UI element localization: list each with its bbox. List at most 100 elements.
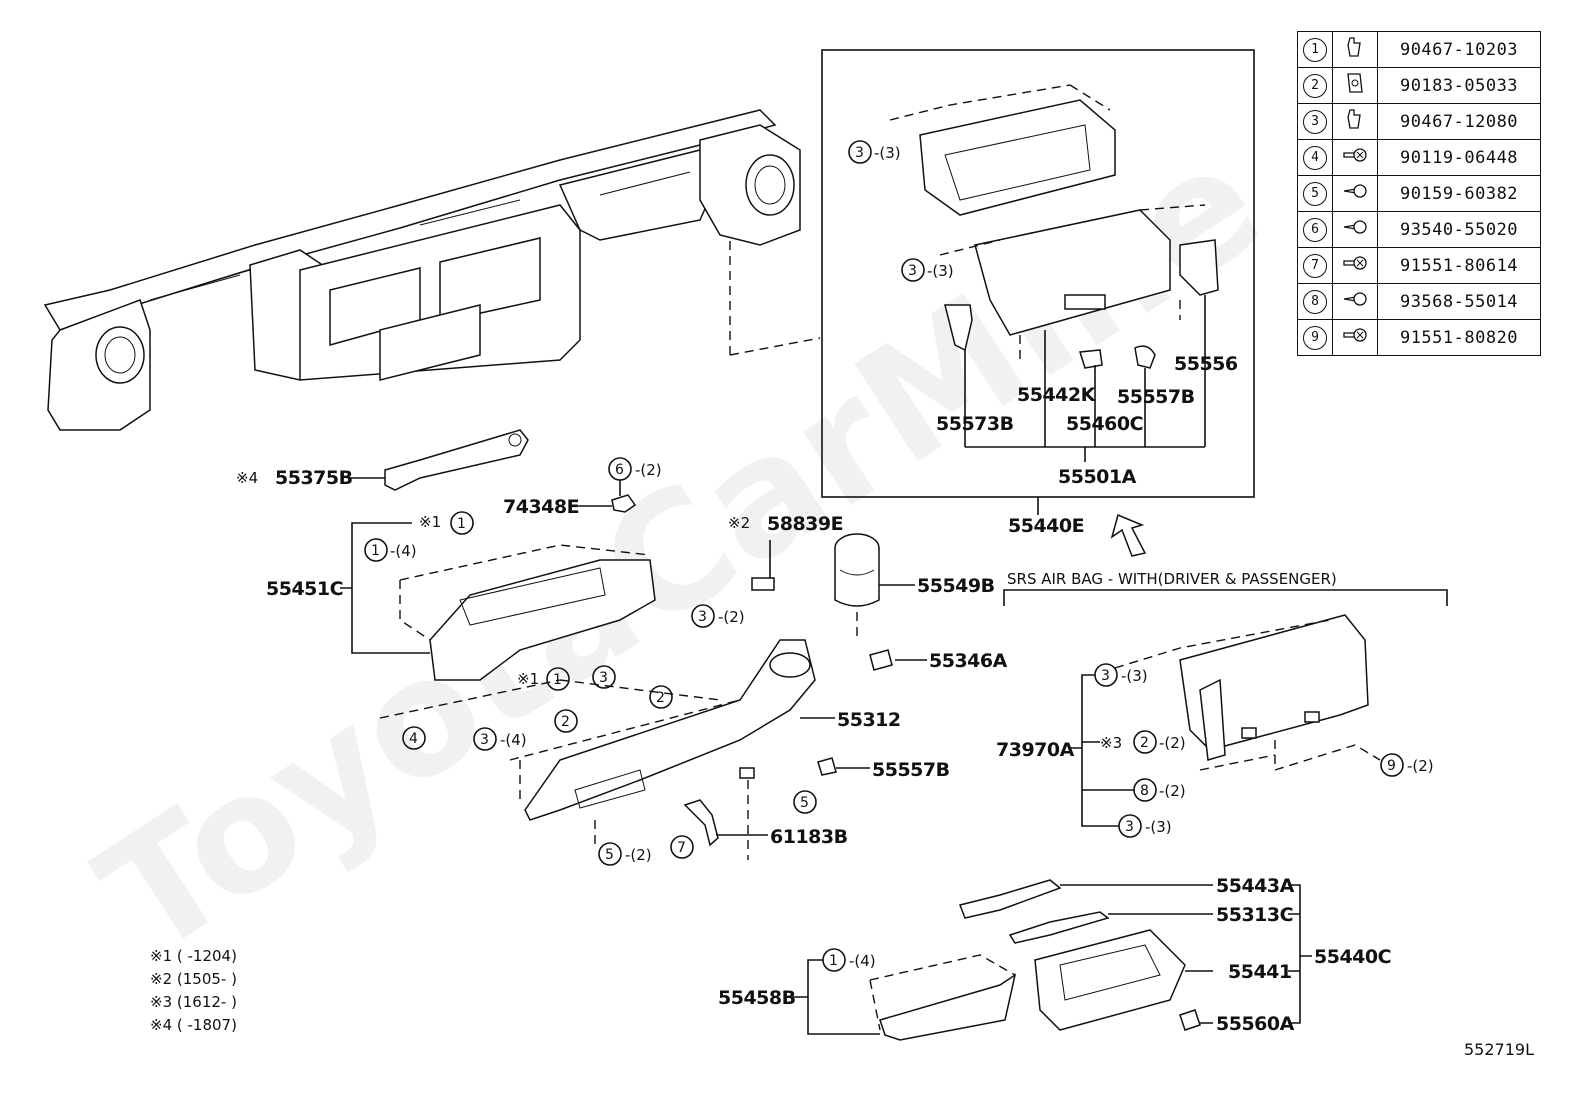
svg-text:-(2): -(2) [718, 608, 745, 626]
callout-number: 6 [1303, 217, 1327, 242]
label-55440E: 55440E [1008, 515, 1084, 537]
label-55560A: 55560A [1216, 1013, 1295, 1035]
legend-row: 4 90119-06448 [1297, 139, 1541, 176]
box-callouts: 3 -(3) 3 -(3) 55556 55442K 55557B 55573B… [848, 140, 1238, 537]
label-73970A: 73970A [996, 739, 1075, 761]
label-55556: 55556 [1174, 353, 1238, 375]
svg-text:-(2): -(2) [1159, 782, 1186, 800]
svg-text:2: 2 [561, 714, 570, 730]
svg-text:3: 3 [599, 670, 608, 686]
label-55549B: 55549B [917, 575, 995, 597]
screw-icon [1332, 283, 1378, 320]
label-55557B: 55557B [872, 759, 950, 781]
label-55442K: 55442K [1017, 384, 1097, 406]
svg-text:-(4): -(4) [849, 952, 876, 970]
diagram-reference-number: 552719L [1464, 1040, 1534, 1059]
legend-row: 8 93568-55014 [1297, 283, 1541, 320]
footnote: ※2 (1505- ) [150, 970, 237, 988]
clip-icon [1332, 31, 1378, 68]
panel-55451C-illustration [399, 544, 656, 681]
label-55313C: 55313C [1216, 904, 1293, 926]
svg-text:-(2): -(2) [635, 461, 662, 479]
svg-text:※3: ※3 [1100, 734, 1122, 752]
footnote: ※4 ( -1807) [150, 1016, 237, 1034]
svg-text:※1: ※1 [419, 513, 441, 531]
svg-text:-(2): -(2) [1407, 757, 1434, 775]
callout-number: 9 [1303, 325, 1327, 350]
label-55501A: 55501A [1058, 466, 1137, 488]
svg-text:1: 1 [829, 953, 838, 969]
nut-clip-icon [1332, 67, 1378, 104]
label-55443A: 55443A [1216, 875, 1295, 897]
footnotes: ※1 ( -1204) ※2 (1505- ) ※3 (1612- ) ※4 (… [150, 945, 237, 1037]
svg-text:-(4): -(4) [390, 542, 417, 560]
direction-arrow-icon [1110, 513, 1147, 557]
svg-text:9: 9 [1387, 758, 1396, 774]
cup-holder-55549B-illustration [834, 533, 880, 607]
svg-text:3: 3 [908, 263, 917, 279]
part-number: 90119-06448 [1377, 139, 1541, 176]
legend-row: 1 90467-10203 [1297, 31, 1541, 68]
label-55460C: 55460C [1066, 413, 1143, 435]
screw-icon [1332, 211, 1378, 248]
svg-text:7: 7 [677, 840, 686, 856]
callout-number: 2 [1303, 73, 1327, 98]
svg-text:-(3): -(3) [1121, 667, 1148, 685]
svg-text:5: 5 [800, 795, 809, 811]
svg-text:6: 6 [615, 462, 624, 478]
label-55346A: 55346A [929, 650, 1008, 672]
svg-text:2: 2 [656, 690, 665, 706]
svg-text:-(3): -(3) [874, 144, 901, 162]
callout-number: 1 [1303, 37, 1327, 62]
footnote: ※3 (1612- ) [150, 993, 237, 1011]
label-55557B-top: 55557B [1117, 386, 1195, 408]
label-55375B: 55375B [275, 467, 353, 489]
legend-row: 5 90159-60382 [1297, 175, 1541, 212]
callout-number: 4 [1303, 145, 1327, 170]
part-number: 90467-10203 [1377, 31, 1541, 68]
svg-text:8: 8 [1140, 783, 1149, 799]
label-55573B: 55573B [936, 413, 1014, 435]
part-number: 93568-55014 [1377, 283, 1541, 320]
glovebox-lower-illustration [869, 879, 1201, 1041]
footnote: ※1 ( -1204) [150, 947, 237, 965]
screw-icon [1332, 175, 1378, 212]
callout-number: 5 [1303, 181, 1327, 206]
bolt-icon [1332, 139, 1378, 176]
brace-55375B-illustration [384, 429, 529, 491]
srs-heading: SRS AIR BAG - WITH(DRIVER & PASSENGER) [1007, 570, 1337, 588]
label-55451C: 55451C [266, 578, 343, 600]
label-58839E: 58839E [767, 513, 843, 535]
clip-icon [1332, 103, 1378, 140]
glovebox-upper-illustration [889, 84, 1219, 369]
svg-text:1: 1 [553, 672, 562, 688]
svg-text:3: 3 [1125, 819, 1134, 835]
label-55458B: 55458B [718, 987, 796, 1009]
legend-row: 7 91551-80614 [1297, 247, 1541, 284]
glovebox-srs-illustration [1114, 614, 1381, 771]
panel-55312-illustration [379, 639, 816, 821]
svg-text:-(3): -(3) [1145, 818, 1172, 836]
part-number: 91551-80614 [1377, 247, 1541, 284]
dashboard-frame-illustration [43, 109, 821, 431]
label-61183B: 61183B [770, 826, 848, 848]
part-number: 90159-60382 [1377, 175, 1541, 212]
label-74348E: 74348E [503, 496, 579, 518]
svg-text:※4: ※4 [236, 469, 258, 487]
bracket-74348E [611, 494, 637, 513]
callout-number: 7 [1303, 253, 1327, 278]
screw-55346A [869, 649, 893, 671]
svg-text:※2: ※2 [728, 514, 750, 532]
svg-text:-(2): -(2) [625, 846, 652, 864]
bracket-61183B [683, 799, 719, 847]
label-55312: 55312 [837, 709, 901, 731]
leader-lines-box [964, 295, 1206, 515]
callout-number: 8 [1303, 289, 1327, 314]
clip-55557B [817, 757, 837, 776]
svg-text:4: 4 [409, 731, 418, 747]
bolt-icon [1332, 319, 1378, 356]
